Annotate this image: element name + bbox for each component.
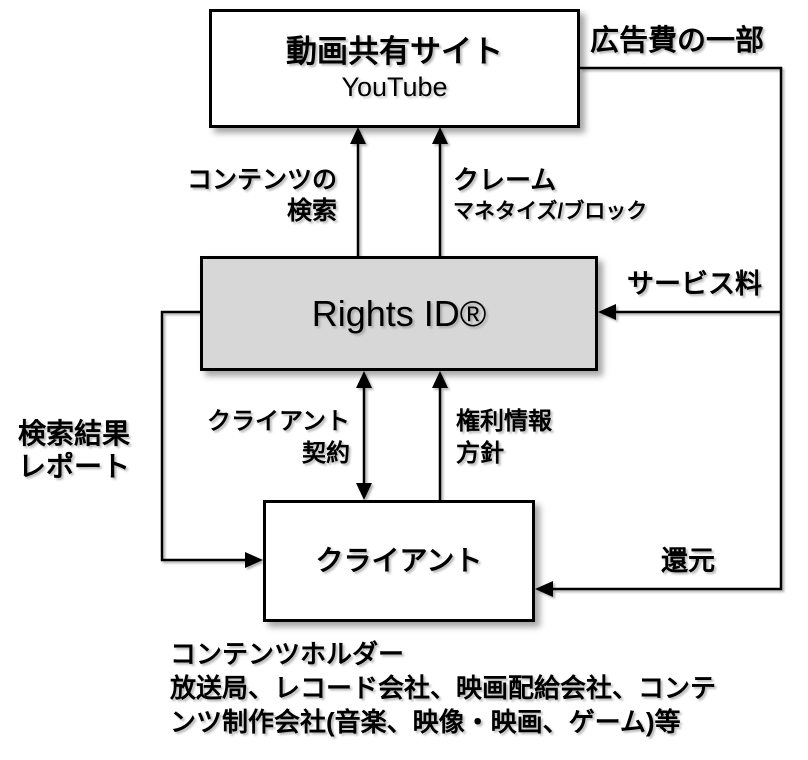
note-content-holder: コンテンツホルダー 放送局、レコード会社、映画配給会社、コンテ ンツ制作会社(音… xyxy=(170,639,717,737)
node-video-site-subtitle: YouTube xyxy=(341,71,448,102)
arrow-client-contract-double xyxy=(356,371,372,500)
arrow-rights-policy-up xyxy=(432,371,448,500)
node-rights-id: Rights ID® xyxy=(200,256,598,371)
arrow-claim-up xyxy=(432,127,448,256)
label-service-fee: サービス料 xyxy=(627,269,762,299)
label-rights-policy: 権利情報 方針 xyxy=(456,408,552,467)
label-search-report: 検索結果 レポート xyxy=(18,418,131,482)
node-rights-id-title: Rights ID® xyxy=(311,292,487,334)
label-claim: クレーム xyxy=(453,165,557,195)
arrow-service-fee xyxy=(598,304,781,320)
node-client: クライアント xyxy=(263,500,535,622)
label-client-contract: クライアント 契約 xyxy=(206,408,350,467)
arrow-content-search-up xyxy=(350,127,366,256)
node-client-title: クライアント xyxy=(315,544,483,576)
label-ad-fee: 広告費の一部 xyxy=(590,25,765,57)
node-video-site-title: 動画共有サイト xyxy=(286,33,503,69)
label-claim-sub: マネタイズ/ブロック xyxy=(453,200,648,223)
node-video-site: 動画共有サイト YouTube xyxy=(209,9,580,128)
label-return: 還元 xyxy=(661,546,715,576)
label-content-search: コンテンツの 検索 xyxy=(187,166,338,225)
